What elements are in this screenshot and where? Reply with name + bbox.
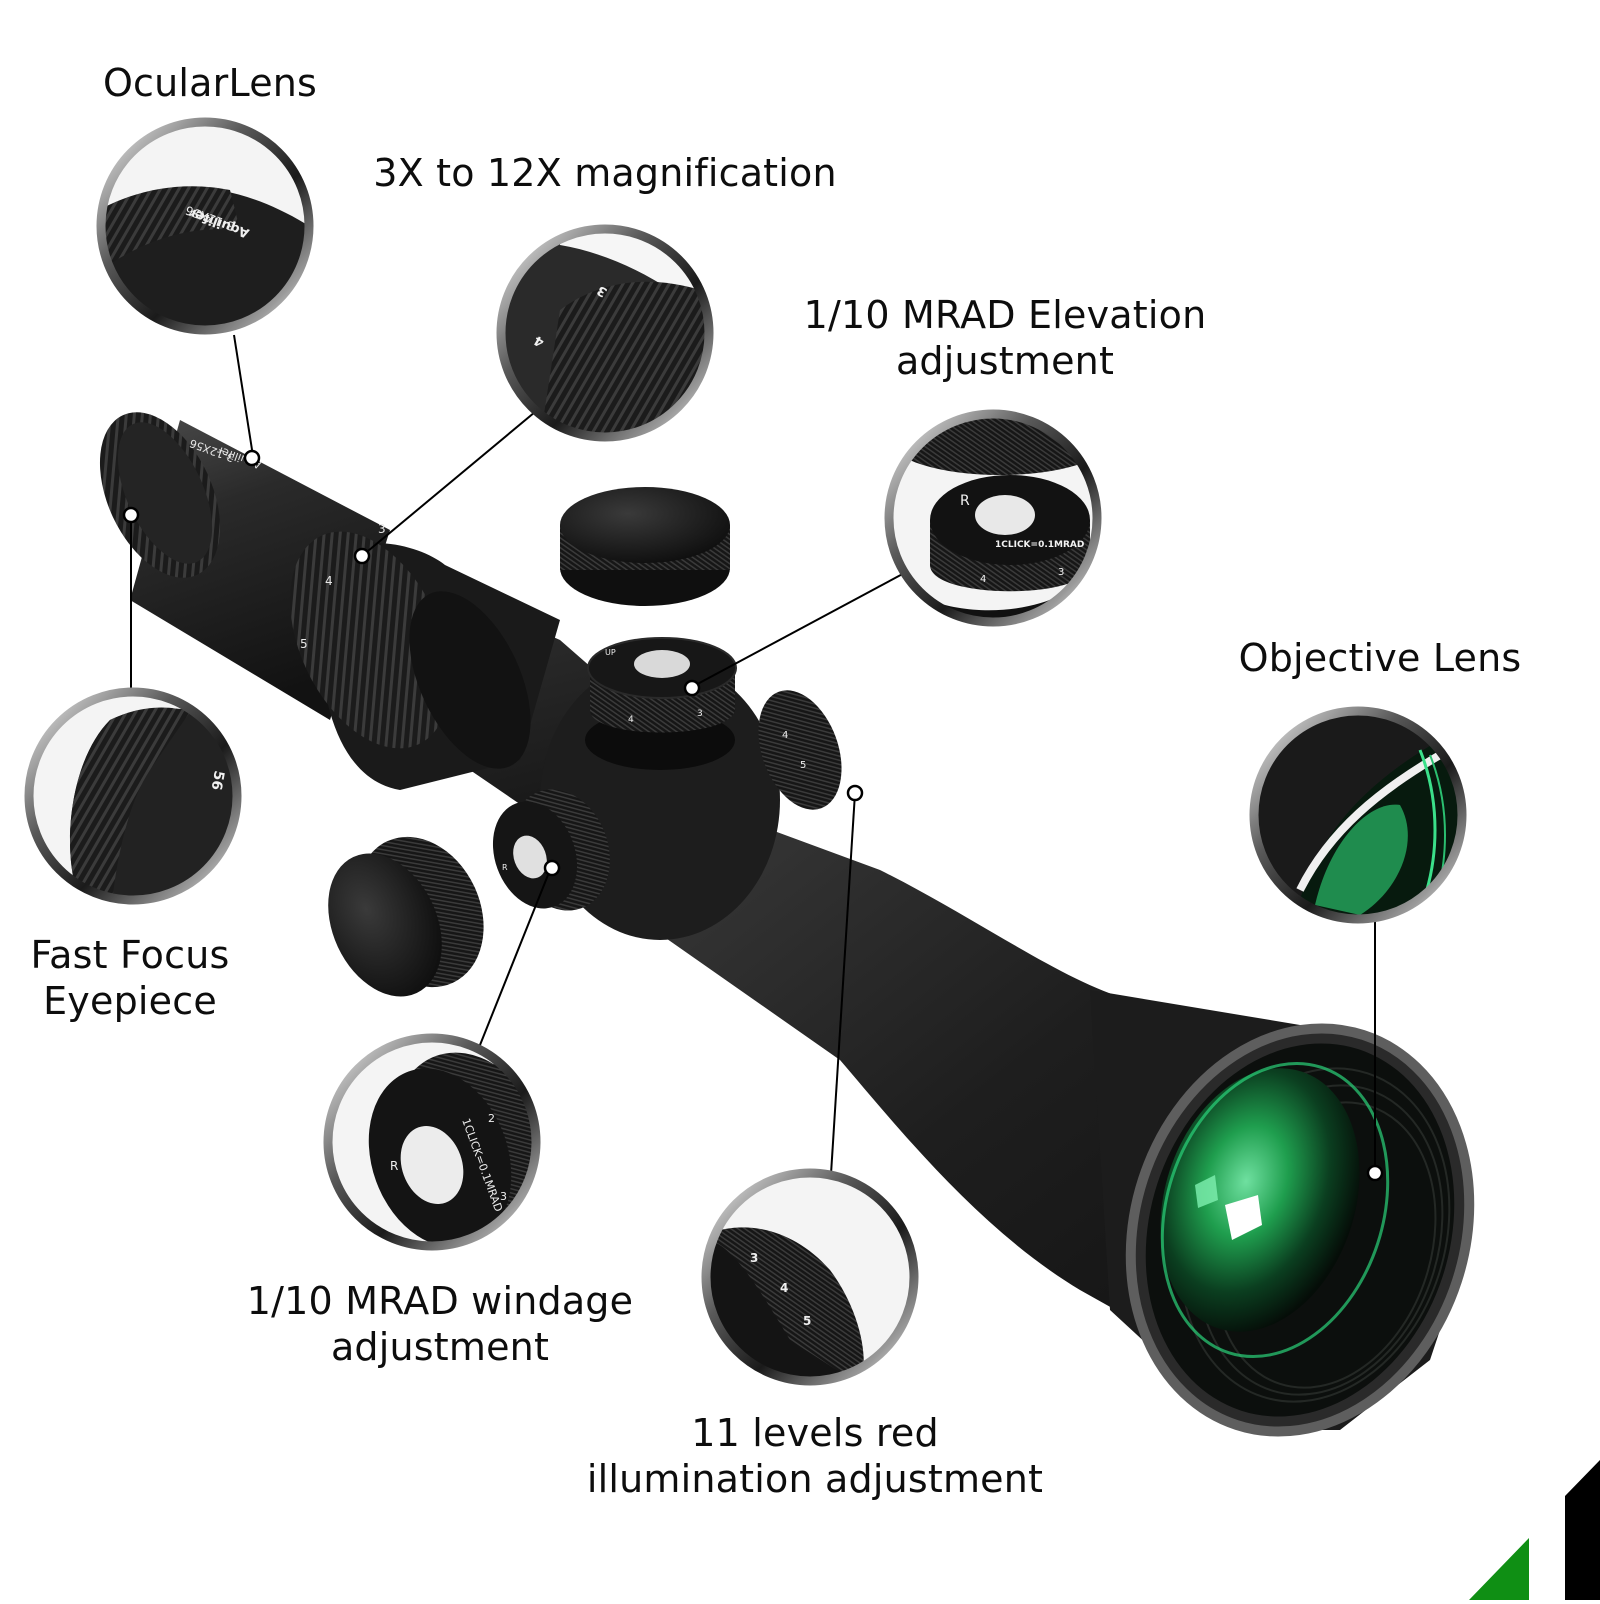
illum-mark-5: 5	[803, 1314, 811, 1328]
elev-scale-4: 4	[980, 574, 986, 585]
illum-mark-3: 3	[750, 1251, 758, 1265]
scope-body: 3-12X56 Aquilifer 4 5 3 UP 4 3 4 5	[99, 412, 1475, 1437]
callout-ocular-lens: Aquilifer 3-12X56 +0-	[96, 117, 314, 335]
label-magnification: 3X to 12X magnification	[373, 151, 837, 195]
zoom-mark-4: 4	[325, 574, 333, 588]
zoom-mark-5: 5	[300, 637, 308, 651]
magnification-ring	[290, 531, 450, 749]
windage-r-mark: R	[502, 863, 508, 872]
callout-fast-focus-eyepiece: 56	[24, 687, 242, 905]
elevation-scale-3: 3	[697, 709, 703, 719]
eyepiece-engraving: 56	[208, 769, 227, 791]
green-triangle-accent	[1469, 1538, 1529, 1600]
callout-illumination: 3 4 5	[701, 1168, 919, 1386]
illum-mark-4: 4	[780, 1281, 788, 1295]
callout-elevation: R 1CLICK=0.1MRAD 3 4	[884, 409, 1102, 627]
windage-turret: R	[492, 789, 610, 911]
label-objective-lens: Objective Lens	[1238, 636, 1522, 680]
label-fast-focus-eyepiece: Fast Focus Eyepiece	[30, 933, 230, 1023]
illum-scale-5: 5	[800, 760, 806, 771]
label-windage: 1/10 MRAD windage adjustment	[246, 1279, 634, 1369]
elev-click-text: 1CLICK=0.1MRAD	[995, 540, 1084, 550]
elevation-scale-4: 4	[628, 715, 634, 725]
label-illumination: 11 levels red illumination adjustment	[586, 1411, 1044, 1501]
leader-lines	[130, 334, 1376, 1191]
elevation-up-mark: UP	[605, 648, 616, 657]
callout-objective-lens	[1249, 706, 1467, 924]
illumination-turret	[758, 690, 842, 810]
illum-scale-4: 4	[782, 730, 788, 741]
brand-corner-accent	[1469, 1460, 1600, 1600]
callout-windage: R 1CLICK=0.1MRAD 2 3	[323, 1033, 541, 1251]
windage-scale-3: 3	[500, 1190, 507, 1203]
elevation-cap	[560, 487, 730, 606]
black-bar-accent	[1565, 1460, 1600, 1600]
windage-scale-2: 2	[488, 1112, 495, 1125]
callout-magnification: 3 4	[496, 224, 714, 442]
zoom-mark-3: 3	[378, 522, 386, 536]
label-ocular-lens: OcularLens	[102, 61, 318, 105]
elevation-turret: UP 4 3	[585, 637, 737, 770]
label-elevation: 1/10 MRAD Elevation adjustment	[803, 293, 1207, 383]
anchor-dots	[122, 449, 1384, 1182]
elev-scale-3: 3	[1058, 567, 1064, 578]
windage-cap	[328, 836, 484, 997]
ocular-diopter-text: +0-	[190, 205, 213, 224]
windage-r-text: R	[390, 1159, 398, 1173]
elev-r-mark: R	[960, 493, 970, 509]
objective-lens-glass	[1160, 1068, 1360, 1332]
